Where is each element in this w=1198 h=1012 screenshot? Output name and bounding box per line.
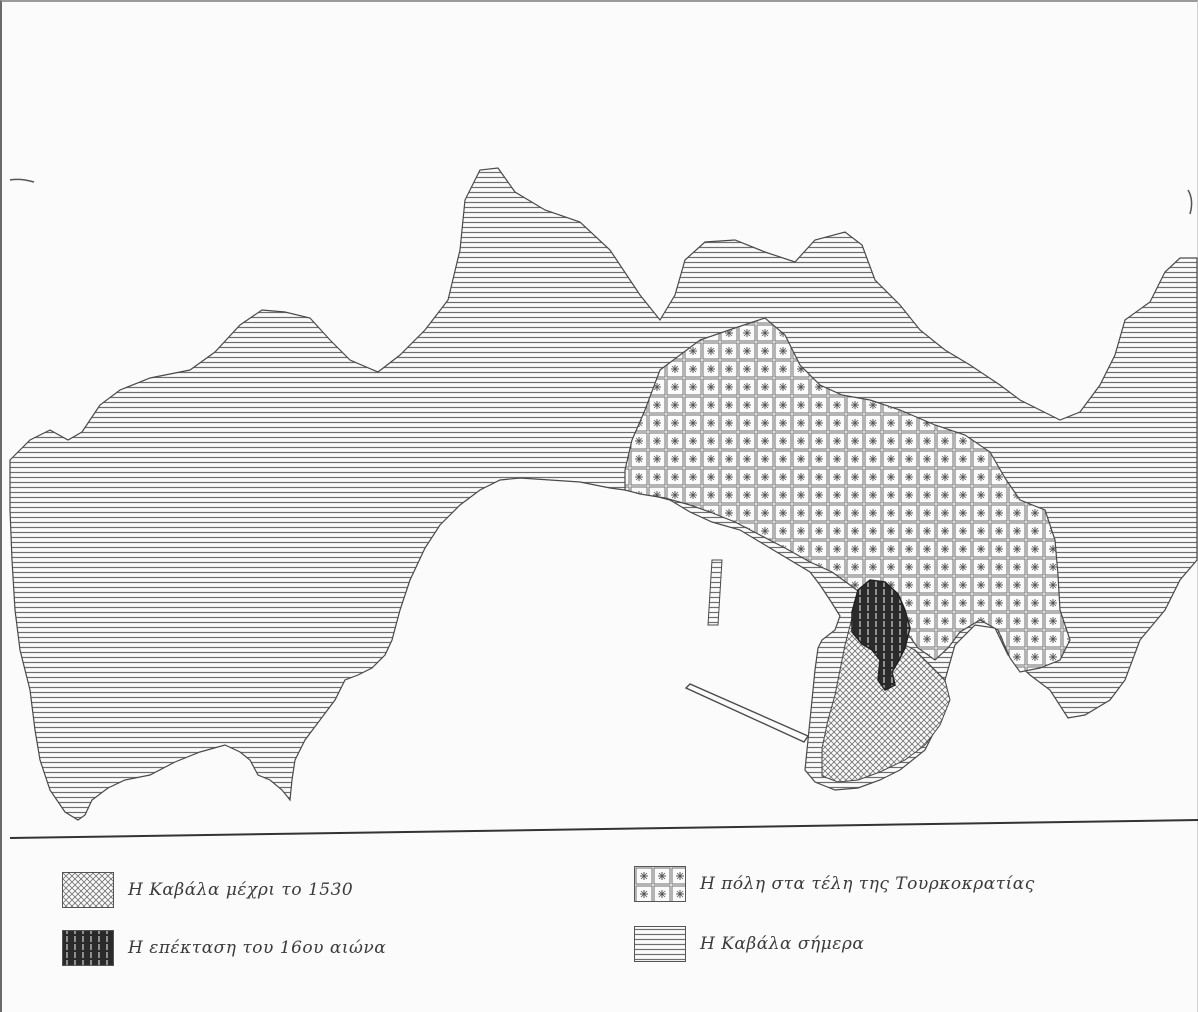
legend-label: Η Καβάλα σήμερα (700, 934, 865, 954)
jetty-line (707, 559, 723, 626)
region-kavala-until-1530 (821, 617, 951, 783)
legend-item-until-1530: Η Καβάλα μέχρι το 1530 (62, 872, 353, 908)
coastline-mark-right (1187, 189, 1193, 215)
region-late-ottoman-city (624, 317, 1071, 673)
legend-swatch-dark-vertical (62, 930, 114, 966)
legend-swatch-grid-stars (634, 866, 686, 902)
legend-swatch-horizontal-lines (634, 926, 686, 962)
region-16th-century-extension (851, 579, 911, 691)
coastline-mark-left (9, 178, 35, 183)
legend-item-late-ottoman-city: Η πόλη στα τέλη της Τουρκοκρατίας (634, 866, 1035, 902)
region-kavala-today (9, 167, 1198, 821)
legend-item-16th-century-extension: Η επέκταση του 16ου αιώνα (62, 930, 386, 966)
map-baseline (9, 819, 1198, 839)
breakwater-line (684, 683, 810, 743)
legend-label: Η επέκταση του 16ου αιώνα (128, 938, 387, 958)
legend-label: Η Καβάλα μέχρι το 1530 (128, 880, 354, 900)
legend-label: Η πόλη στα τέλη της Τουρκοκρατίας (700, 874, 1035, 894)
legend-swatch-fine-crosshatch (62, 872, 114, 908)
legend-item-kavala-today: Η Καβάλα σήμερα (634, 926, 864, 962)
